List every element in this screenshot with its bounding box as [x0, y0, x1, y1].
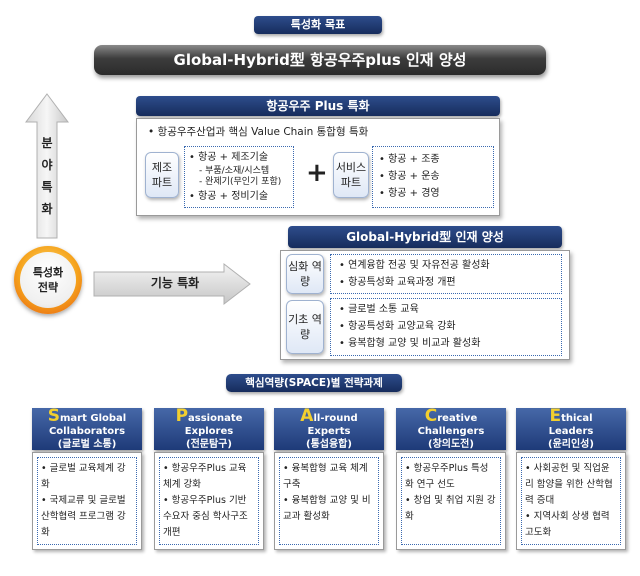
advanced-competency-list: 연계융합 전공 및 자유전공 활성화 항공특성화 교육과정 개편: [330, 254, 562, 294]
right-arrow: [93, 262, 251, 306]
manufacturing-item: 항공 + 정비기술: [189, 188, 289, 205]
service-chip: 서비스 파트: [333, 152, 369, 198]
advanced-competency-chip: 심화 역량: [286, 254, 324, 294]
space-card-body: 글로벌 교육체계 강화 국제교류 및 글로벌 산학협력 프로그램 강화: [32, 452, 142, 550]
vertical-arrow-label: 분야 특화: [41, 136, 53, 216]
space-card-item: 국제교류 및 글로벌 산학협력 프로그램 강화: [41, 493, 133, 541]
up-arrow: [25, 93, 69, 239]
global-hybrid-title: Global-Hybrid型 인재 양성: [288, 226, 562, 248]
basic-competency-list: 글로벌 소통 교육 항공특성화 교양교육 강화 융복합형 교양 및 비교과 활성…: [330, 298, 562, 356]
basic-competency-item: 융복합형 교양 및 비교과 활성화: [339, 335, 553, 352]
strategy-circle: 특성화 전략: [14, 246, 82, 314]
space-card-item: 항공우주Plus 기반 수요자 중심 학사구조 개편: [163, 493, 255, 541]
manufacturing-subitem: 부품/소재/시스템: [189, 166, 289, 177]
space-card-header: Smart Global Collaborators(글로벌 소통): [32, 408, 142, 450]
manufacturing-subitem: 완제기(무인기 포함): [189, 177, 289, 188]
basic-competency-item: 항공특성화 교양교육 강화: [339, 318, 553, 335]
service-item: 항공 + 경영: [379, 185, 487, 202]
space-card-item: 사회공헌 및 직업윤리 함양을 위한 산학협력 증대: [525, 461, 617, 509]
strategy-circle-label: 특성화 전략: [32, 266, 64, 294]
plus-sign: +: [306, 158, 328, 188]
service-item: 항공 + 운송: [379, 168, 487, 185]
manufacturing-chip: 제조 파트: [145, 152, 179, 198]
aerospace-plus-intro: • 항공우주산업과 핵심 Value Chain 통합형 특화: [148, 126, 369, 138]
horizontal-arrow-label: 기능 특화: [150, 276, 200, 290]
service-list: 항공 + 조종 항공 + 운송 항공 + 경영: [372, 146, 494, 208]
space-card-header: Creative Challengers(창의도전): [396, 408, 506, 450]
advanced-competency-item: 연계융합 전공 및 자유전공 활성화: [339, 257, 553, 274]
space-card-body: 사회공헌 및 직업윤리 함양을 위한 산학협력 증대 지역사회 상생 협력 고도…: [516, 452, 626, 550]
space-card-item: 융복합형 교양 및 비교과 활성화: [283, 493, 375, 525]
space-card-item: 융복합형 교육 체계 구축: [283, 461, 375, 493]
space-card-body: 항공우주Plus 특성화 연구 선도 창업 및 취업 지원 강화: [396, 452, 506, 550]
aerospace-plus-title: 항공우주 Plus 특화: [136, 96, 500, 116]
manufacturing-list: 항공 + 제조기술 부품/소재/시스템 완제기(무인기 포함) 항공 + 정비기…: [184, 146, 294, 208]
advanced-competency-item: 항공특성화 교육과정 개편: [339, 274, 553, 291]
space-card-header: Passionate Explores(전문탐구): [154, 408, 264, 450]
space-card-body: 항공우주Plus 교육체계 강화 항공우주Plus 기반 수요자 중심 학사구조…: [154, 452, 264, 550]
service-item: 항공 + 조종: [379, 151, 487, 168]
space-card-item: 글로벌 교육체계 강화: [41, 461, 133, 493]
space-title: 핵심역량(SPACE)별 전략과제: [226, 374, 402, 392]
space-card-body: 융복합형 교육 체계 구축 융복합형 교양 및 비교과 활성화: [274, 452, 384, 550]
basic-competency-item: 글로벌 소통 교육: [339, 301, 553, 318]
goal-tag: 특성화 목표: [254, 16, 382, 34]
space-card-item: 창업 및 취업 지원 강화: [405, 493, 497, 525]
space-card-header: All-round Experts(통섭융합): [274, 408, 384, 450]
space-card-header: Ethical Leaders(윤리인성): [516, 408, 626, 450]
space-card-item: 항공우주Plus 교육체계 강화: [163, 461, 255, 493]
space-card-item: 항공우주Plus 특성화 연구 선도: [405, 461, 497, 493]
basic-competency-chip: 기초 역량: [286, 300, 324, 354]
goal-title: Global-Hybrid型 항공우주plus 인재 양성: [94, 45, 546, 75]
manufacturing-item: 항공 + 제조기술: [189, 149, 289, 166]
space-card-item: 지역사회 상생 협력 고도화: [525, 509, 617, 541]
